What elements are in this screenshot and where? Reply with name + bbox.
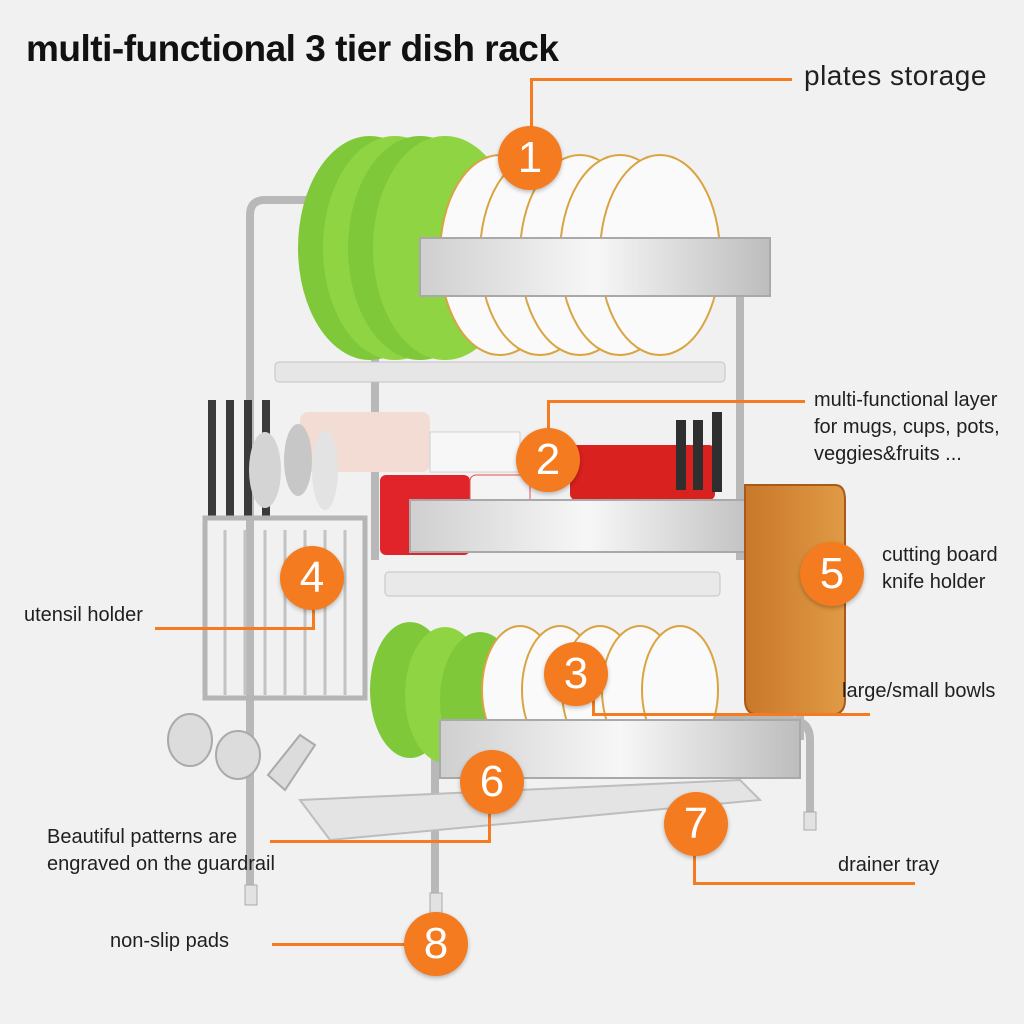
callout-8-line-h	[272, 943, 412, 946]
callout-6-label-line-1: Beautiful patterns are	[47, 826, 238, 848]
top-guardrail	[419, 237, 771, 297]
middle-guardrail	[409, 499, 766, 553]
callout-4-line-h	[155, 627, 315, 630]
callout-4-label: utensil holder	[24, 604, 143, 626]
callout-2-badge: 2	[516, 428, 580, 492]
non-slip-pads	[244, 811, 817, 914]
callout-4-badge: 4	[280, 546, 344, 610]
callout-2-line-h	[547, 400, 805, 403]
callout-1-label: plates storage	[804, 60, 987, 91]
callout-5-badge: 5	[800, 542, 864, 606]
callout-4-line-v	[312, 600, 315, 630]
callout-7-line-h	[693, 882, 915, 885]
callout-8-badge: 8	[404, 912, 468, 976]
callout-7-label: drainer tray	[838, 854, 940, 876]
callout-6-label-line-2: engraved on the guardrail	[47, 853, 275, 875]
callout-6-line-h	[270, 840, 491, 843]
callout-1-line-h	[530, 78, 792, 81]
callout-2-label: multi-functional layer for mugs, cups, p…	[814, 387, 1000, 468]
page-title: multi-functional 3 tier dish rack	[26, 28, 559, 69]
drainer-tray	[298, 778, 763, 842]
callout-6-badge: 6	[460, 750, 524, 814]
callout-2-line-v	[547, 400, 550, 440]
knives	[676, 412, 722, 492]
hanging-ladles	[167, 713, 317, 792]
callout-1-badge: 1	[498, 126, 562, 190]
callout-8-label: non-slip pads	[110, 930, 229, 952]
callout-7-line-v	[693, 852, 696, 884]
callout-6-label: Beautiful patterns are engraved on the g…	[47, 824, 275, 878]
callout-5-label-line-2: knife holder	[882, 571, 986, 593]
callout-5-label: cutting board knife holder	[882, 542, 998, 596]
callout-3-line-h	[592, 713, 870, 716]
callout-1-line-v	[530, 78, 533, 152]
callout-3-label: large/small bowls	[842, 680, 996, 702]
callout-3-line-v	[592, 690, 595, 716]
utensils	[208, 400, 338, 520]
bottom-guardrail	[439, 719, 801, 779]
utensil-basket	[202, 515, 368, 701]
callout-2-label-line-2: for mugs, cups, pots,	[814, 416, 1000, 438]
callout-5-label-line-1: cutting board	[882, 544, 998, 566]
callout-7-badge: 7	[664, 792, 728, 856]
callout-2-label-line-1: multi-functional layer	[814, 389, 998, 411]
callout-6-line-v	[488, 808, 491, 842]
callout-3-badge: 3	[544, 642, 608, 706]
cutting-board	[744, 484, 846, 716]
callout-2-label-line-3: veggies&fruits ...	[814, 443, 962, 465]
